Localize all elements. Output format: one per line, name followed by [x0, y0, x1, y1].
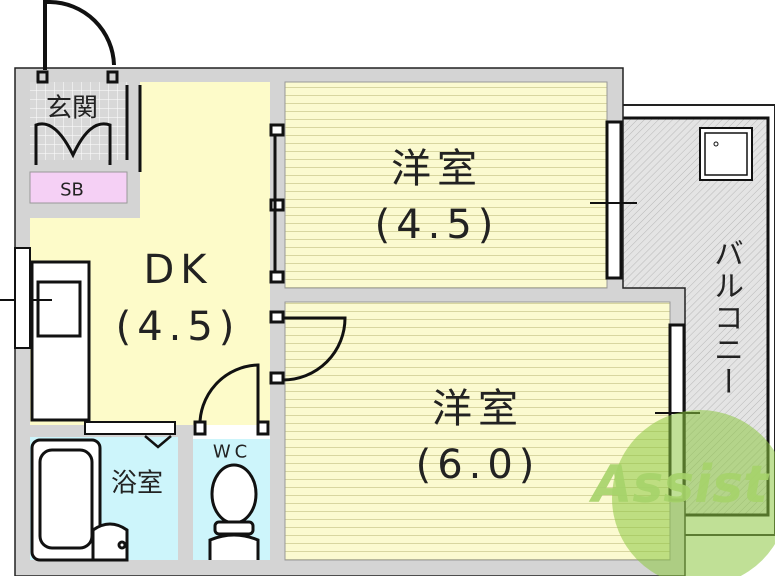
- room-2-label: 洋室: [432, 386, 524, 432]
- room-2-door: [269, 310, 347, 385]
- dk-label: DK: [143, 247, 213, 293]
- drain-icon: [699, 127, 753, 181]
- entrance-label: 玄関: [45, 93, 99, 124]
- sliding-door: [269, 123, 285, 284]
- room-1-size: (4.5): [374, 202, 500, 248]
- toilet-icon: [208, 463, 260, 560]
- bathtub: [30, 438, 129, 562]
- kitchen-counter: [0, 247, 176, 449]
- washbasin: [91, 522, 129, 562]
- toilet-label: WC: [212, 441, 252, 463]
- dk-size: (4.5): [115, 304, 241, 350]
- shoe-box-label: SB: [60, 179, 84, 201]
- entrance-door: [34, 0, 142, 172]
- watermark-text: Assist: [592, 455, 768, 515]
- balcony-label: バルコニー: [708, 238, 743, 398]
- assist-watermark: [612, 410, 775, 576]
- toilet-door: [193, 363, 270, 436]
- room-1-floor: [284, 81, 608, 289]
- entrance-floor: [30, 82, 128, 160]
- room-2-size: (6.0): [415, 442, 541, 488]
- room-2-floor: [284, 301, 671, 561]
- shoe-box: [29, 171, 128, 204]
- bathroom-label: 浴室: [110, 468, 164, 499]
- room-1-label: 洋室: [391, 146, 483, 192]
